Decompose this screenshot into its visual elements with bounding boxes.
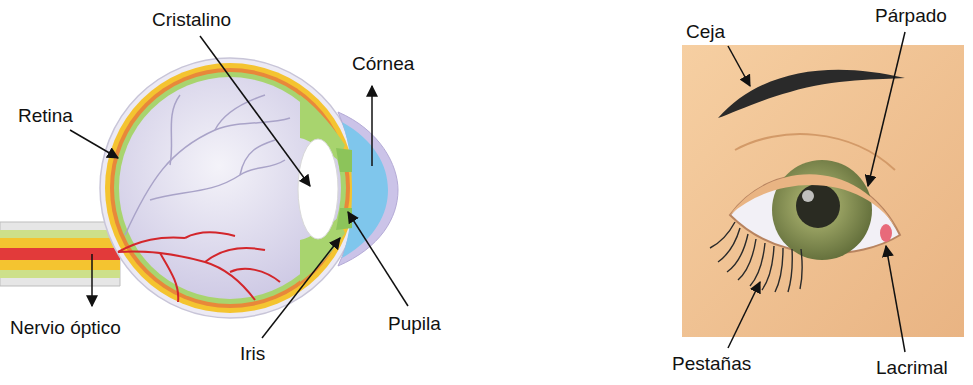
part-label: Lacrimal bbox=[876, 358, 948, 379]
part-label: Retina bbox=[18, 106, 73, 127]
part-label: Cristalino bbox=[152, 10, 231, 31]
leader-lines bbox=[70, 32, 905, 352]
eyeball bbox=[100, 58, 398, 318]
part-label: Pestañas bbox=[672, 354, 751, 375]
part-label: Pupila bbox=[388, 314, 441, 335]
part-label: Iris bbox=[240, 344, 265, 365]
part-label: Ceja bbox=[686, 22, 725, 43]
part-label: Córnea bbox=[352, 54, 414, 75]
optic-nerve bbox=[0, 222, 120, 286]
part-label: Párpado bbox=[875, 6, 947, 27]
part-label: Nervio óptico bbox=[10, 318, 121, 339]
external-eye bbox=[682, 45, 964, 337]
